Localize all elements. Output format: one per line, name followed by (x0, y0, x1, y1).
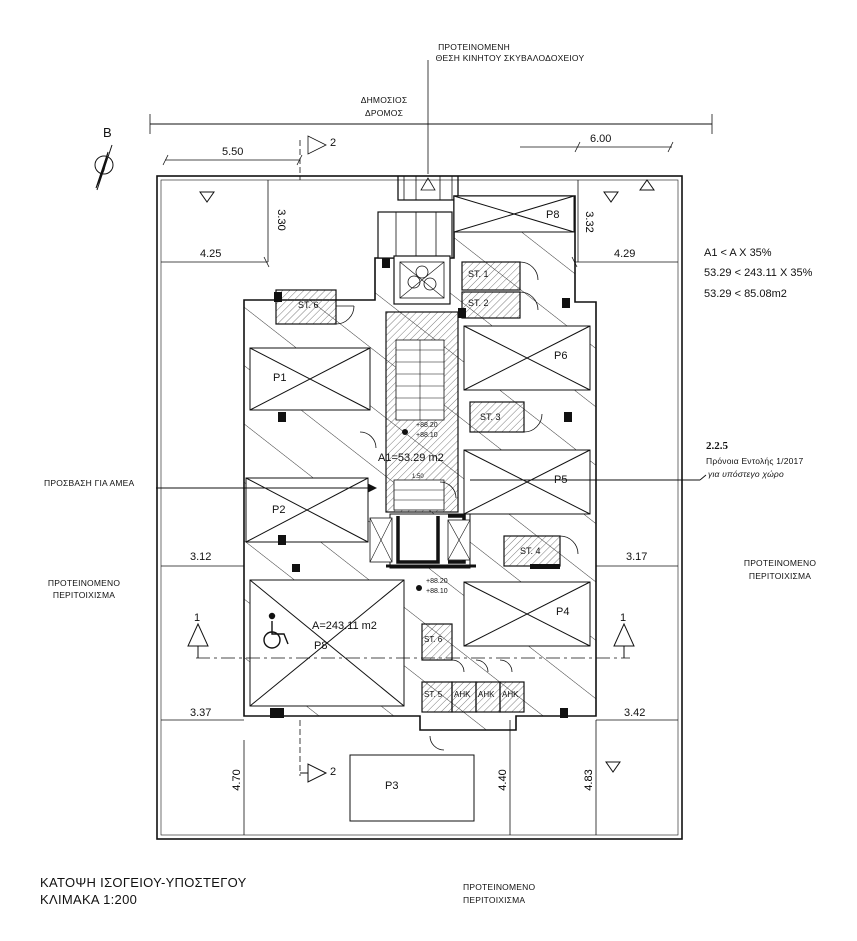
dim-3-32: 3.32 (583, 211, 595, 232)
road-label-line1: ΔΗΜΟΣΙΟΣ (360, 95, 408, 105)
storage-label: ST. 3 (480, 412, 501, 422)
storage-label: ST. 5 (424, 690, 443, 699)
level-markers (199, 179, 655, 773)
section-line-2 (299, 720, 328, 783)
bin-note-line2: ΘΕΣΗ ΚΙΝΗΤΟΥ ΣΚΥΒΑΛΟΔΟΧΕΙΟΥ (435, 53, 585, 63)
dim-4-83: 4.83 (583, 769, 595, 790)
access-leader (156, 474, 707, 493)
parking-label: P4 (556, 606, 570, 618)
meter-label: ΑΗΚ (454, 690, 471, 699)
access-label: ΠΡΟΣΒΑΣΗ ΓΙΑ ΑΜΕΑ (44, 478, 135, 488)
north-label: B (103, 125, 112, 140)
dim-3-17: 3.17 (626, 551, 648, 563)
rule-line-2: για υπόστεγο χώρο (708, 469, 784, 479)
dim-6-00: 6.00 (590, 133, 612, 145)
level-points (402, 429, 422, 591)
storage-label: ST. 6 (298, 300, 319, 310)
parking-label: P1 (273, 372, 287, 384)
wall-right-line1: ΠΡΟΤΕΙΝΟΜΕΝΟ (743, 558, 817, 568)
level-lower-a: +88.20 (426, 578, 448, 585)
dim-4-40: 4.40 (497, 769, 509, 790)
total-area-label: A=243.11 m2 (312, 620, 377, 632)
wall-bottom-line1: ΠΡΟΤΕΙΝΟΜΕΝΟ (463, 882, 536, 892)
storage-label: ST. 1 (468, 269, 489, 279)
top-dimensions (162, 135, 674, 180)
bin-note-line1: ΠΡΟΤΕΙΝΟΜΕΝΗ (438, 42, 510, 52)
drawing-scale: ΚΛΙΜΑΚΑ 1:200 (40, 892, 138, 907)
level-stair: 1.50 (412, 474, 424, 480)
parking-label: P6 (554, 350, 568, 362)
storage-label: ST. 2 (468, 298, 489, 308)
storage-label: ST. 4 (520, 546, 541, 556)
setback-dimensions (161, 180, 678, 835)
rule-line-1: Πρόνοια Εντολής 1/2017 (706, 456, 804, 466)
storage-label: ST. 6 (424, 635, 443, 644)
dim-3-30: 3.30 (275, 209, 287, 230)
level-upper-a: +88.20 (416, 422, 438, 429)
columns (270, 258, 572, 718)
plot-boundary (156, 175, 683, 840)
drawing-title: ΚΑΤΟΨΗ ΙΣΟΓΕΙΟΥ-ΥΠΟΣΤΕΓΟΥ (40, 875, 247, 890)
a1-area-label: A1=53.29 m2 (378, 452, 444, 464)
dim-3-12: 3.12 (190, 551, 212, 563)
dim-5-50: 5.50 (222, 146, 244, 158)
dim-4-29: 4.29 (614, 248, 636, 260)
wall-left-line2: ΠΕΡΙΤΟΙΧΙΣΜΑ (52, 590, 116, 600)
section-2-top-label: 2 (330, 137, 337, 149)
section-line-1 (187, 622, 635, 659)
parking-bays (245, 195, 591, 822)
section-1-left-label: 1 (194, 612, 201, 624)
calc-line-3: 53.29 < 85.08m2 (704, 288, 787, 300)
plant-icon (407, 265, 437, 291)
north-arrow-icon (94, 144, 114, 191)
calc-line-1: A1 < A X 35% (704, 247, 772, 259)
level-upper-b: +88.10 (416, 432, 438, 439)
section-2-bottom-label: 2 (330, 766, 337, 778)
core-stair-lift (369, 211, 476, 569)
wall-left-line1: ΠΡΟΤΕΙΝΟΜΕΝΟ (47, 578, 121, 588)
wall-bottom-line2: ΠΕΡΙΤΟΙΧΙΣΜΑ (463, 895, 526, 905)
parking-label: P2 (272, 504, 286, 516)
dim-3-37: 3.37 (190, 707, 212, 719)
dim-4-25: 4.25 (200, 248, 222, 260)
parking-label: P5 (554, 474, 568, 486)
meter-label: ΑΗΚ (502, 690, 519, 699)
road-label-line2: ΔΡΟΜΟΣ (364, 108, 404, 118)
parking-label: P8 (546, 209, 560, 221)
wheelchair-icon (263, 612, 289, 649)
road-dimension-line (149, 60, 713, 201)
rule-code: 2.2.5 (706, 440, 728, 452)
door-swings (335, 261, 579, 751)
calc-line-2: 53.29 < 243.11 X 35% (704, 267, 813, 279)
storage-units (275, 261, 561, 713)
dim-4-70: 4.70 (231, 769, 243, 790)
parking-label: P8 (314, 640, 328, 652)
level-lower-b: +88.10 (426, 588, 448, 595)
wall-right-line2: ΠΕΡΙΤΟΙΧΙΣΜΑ (748, 571, 812, 581)
dim-3-42: 3.42 (624, 707, 646, 719)
meter-label: ΑΗΚ (478, 690, 495, 699)
section-1-right-label: 1 (620, 612, 627, 624)
parking-label: P3 (385, 780, 399, 792)
